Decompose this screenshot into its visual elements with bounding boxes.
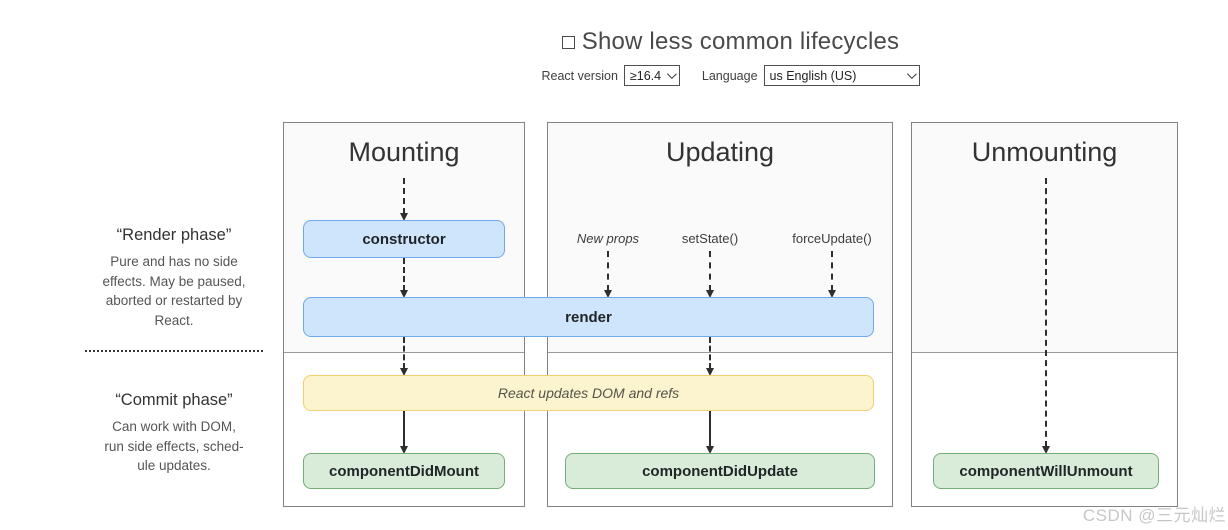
- react-version-select[interactable]: ≥16.4: [623, 65, 680, 86]
- render-phase-description: Pure and has no side effects. May be pau…: [102, 254, 246, 328]
- language-select[interactable]: us English (US): [763, 65, 920, 86]
- column-unmounting: Unmounting: [911, 122, 1178, 507]
- react-version-label: React version: [541, 68, 618, 83]
- commit-phase-description: Can work with DOM, run side effects, sch…: [104, 419, 244, 473]
- arrow-dom-update-to-did-update: [705, 411, 714, 454]
- show-less-common-checkbox[interactable]: [561, 35, 575, 49]
- render-phase-zone: [912, 123, 1177, 353]
- title-row: Show less common lifecycles: [283, 28, 1178, 56]
- chevron-down-icon: [667, 69, 677, 80]
- watermark: CSDN @三元灿烂: [1082, 506, 1226, 525]
- arrow-set-state-to-render: [705, 251, 714, 298]
- component-will-unmount-box[interactable]: componentWillUnmount: [933, 453, 1159, 489]
- column-updating-title: Updating: [665, 137, 775, 167]
- arrow-mounting-to-constructor: [399, 178, 408, 221]
- phase-dotted-divider: [85, 350, 263, 352]
- language-value: us English (US): [769, 68, 857, 83]
- arrow-dom-update-to-did-mount: [399, 411, 408, 454]
- react-version-group: React version ≥16.4: [541, 65, 680, 86]
- commit-phase-title: “Commit phase”: [115, 391, 233, 409]
- component-did-mount-box[interactable]: componentDidMount: [303, 453, 505, 489]
- react-version-value: ≥16.4: [629, 68, 662, 83]
- arrow-unmounting-to-will-unmount: [1041, 178, 1050, 454]
- trigger-new-props: New props: [576, 231, 640, 246]
- constructor-box[interactable]: constructor: [303, 220, 505, 258]
- column-unmounting-title: Unmounting: [971, 137, 1118, 167]
- header: Show less common lifecycles React versio…: [283, 0, 1178, 86]
- language-group: Language us English (US): [702, 65, 920, 86]
- render-phase-title: “Render phase”: [116, 226, 232, 244]
- component-did-update-box[interactable]: componentDidUpdate: [565, 453, 875, 489]
- arrow-render-to-dom-update-updating: [705, 337, 714, 376]
- language-label: Language: [701, 68, 758, 83]
- render-box[interactable]: render: [303, 297, 874, 337]
- chevron-down-icon: [906, 69, 917, 80]
- page-title: Show less common lifecycles: [581, 28, 900, 55]
- arrow-constructor-to-render: [399, 258, 408, 298]
- trigger-set-state: setState(): [681, 231, 739, 246]
- arrow-render-to-dom-update-mounting: [399, 337, 408, 376]
- column-mounting-title: Mounting: [348, 137, 460, 167]
- arrow-new-props-to-render: [603, 251, 612, 298]
- trigger-force-update: forceUpdate(): [792, 231, 872, 246]
- react-updates-dom-box: React updates DOM and refs: [303, 375, 874, 411]
- arrow-force-update-to-render: [827, 251, 836, 298]
- controls-row: React version ≥16.4 Language us English …: [283, 65, 1178, 86]
